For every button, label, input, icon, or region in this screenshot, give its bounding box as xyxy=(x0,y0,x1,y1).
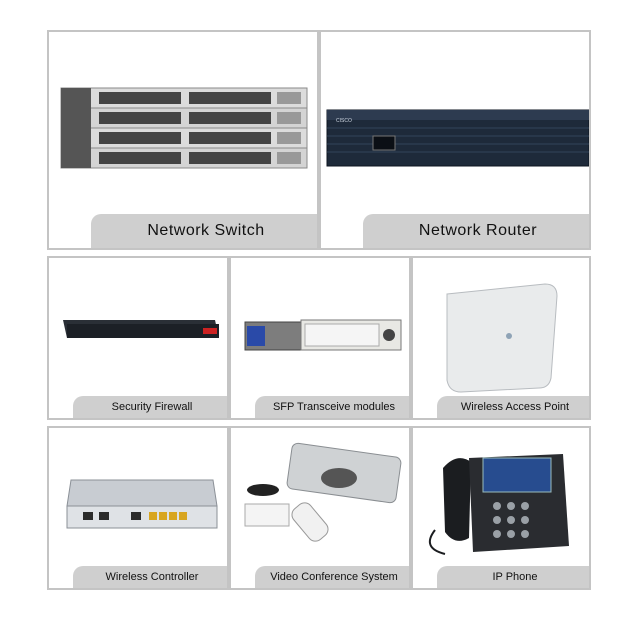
product-tile-ip-phone: IP Phone xyxy=(411,426,591,590)
product-tile-network-router: CISCO Network Router xyxy=(319,30,591,250)
network-router-icon xyxy=(326,109,589,167)
ip-phone-icon xyxy=(428,454,569,555)
security-firewall-icon xyxy=(63,320,219,338)
product-label: Wireless Controller xyxy=(73,566,227,588)
access-point-icon xyxy=(446,283,558,393)
router-brand: CISCO xyxy=(336,118,352,124)
product-tile-sfp-module: SFP Transceive modules xyxy=(229,256,411,420)
video-conference-icon xyxy=(244,442,402,542)
product-label: IP Phone xyxy=(437,566,589,588)
network-switch-icon xyxy=(60,87,308,169)
product-label: Video Conference System xyxy=(255,566,409,588)
product-label: Network Router xyxy=(363,214,589,248)
product-tile-wireless-controller: Wireless Controller xyxy=(47,426,229,590)
product-tile-video-conference: Video Conference System xyxy=(229,426,411,590)
product-tile-network-switch: Network Switch xyxy=(47,30,319,250)
product-tile-access-point: Wireless Access Point xyxy=(411,256,591,420)
product-label: SFP Transceive modules xyxy=(255,396,409,418)
product-label: Security Firewall xyxy=(73,396,227,418)
sfp-module-icon xyxy=(244,319,402,351)
wireless-controller-icon xyxy=(66,479,218,529)
product-label: Wireless Access Point xyxy=(437,396,589,418)
product-label: Network Switch xyxy=(91,214,317,248)
product-tile-security-firewall: Security Firewall xyxy=(47,256,229,420)
